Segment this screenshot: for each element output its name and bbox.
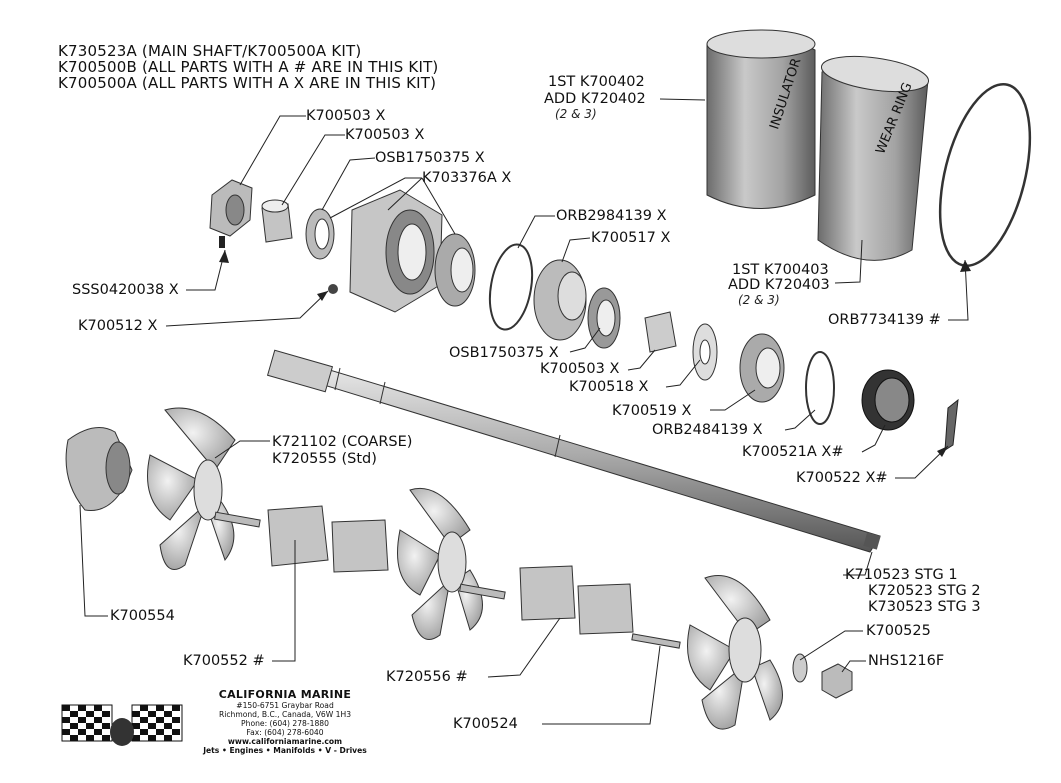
label-k700524: K700524 xyxy=(453,716,518,732)
hub-k700517 xyxy=(533,259,587,341)
label-k700503-mid: K700503 X xyxy=(540,361,620,377)
company-tagline: Jets • Engines • Manifolds • V - Drives xyxy=(203,746,367,755)
company-address-2: Richmond, B.C., Canada, V6W 1H3 xyxy=(218,710,352,719)
bearing-housing xyxy=(328,189,443,313)
label-k721102: K721102 (COARSE) xyxy=(272,434,413,450)
key-k700522 xyxy=(944,398,959,451)
label-k700519: K700519 X xyxy=(612,403,692,419)
insulator-ring: INSULATOR xyxy=(706,29,816,209)
company-website: www.californiamarine.com xyxy=(227,737,343,746)
label-stg3: K730523 STG 3 xyxy=(868,599,981,615)
company-address-1: #150-6751 Graybar Road xyxy=(236,701,334,710)
label-nhs1216f: NHS1216F xyxy=(868,653,945,669)
label-orb2484139: ORB2484139 X xyxy=(652,422,763,438)
label-wear-note: (2 & 3) xyxy=(738,293,780,307)
label-k700517: K700517 X xyxy=(591,230,671,246)
label-insulator-2: ADD K720402 xyxy=(544,91,646,107)
label-k700552: K700552 # xyxy=(183,653,265,669)
label-k700554: K700554 xyxy=(110,608,175,624)
company-fax: Fax: (604) 278-6040 xyxy=(246,728,324,737)
nut-part xyxy=(209,179,253,248)
company-name: CALIFORNIA MARINE xyxy=(218,688,352,701)
label-k700503-top: K700503 X xyxy=(306,108,386,124)
header-line-3: K700500A (ALL PARTS WITH A X ARE IN THIS… xyxy=(58,74,437,92)
spacer-k700552-a xyxy=(267,505,329,567)
o-ring-large xyxy=(938,82,1032,268)
label-stg2: K720523 STG 2 xyxy=(868,583,981,599)
label-osb-top: OSB1750375 X xyxy=(375,150,485,166)
label-k700521a: K700521A X# xyxy=(742,444,844,460)
bushing-k700503-mid xyxy=(644,311,677,353)
arrowheads xyxy=(219,250,971,457)
impeller-stage-3 xyxy=(687,575,783,730)
company-phone: Phone: (604) 278-1880 xyxy=(241,719,329,728)
wear-ring: WEAR RING xyxy=(817,55,930,261)
label-stg1: K710523 STG 1 xyxy=(845,567,958,583)
bushing-part xyxy=(261,199,293,243)
label-k700518: K700518 X xyxy=(569,379,649,395)
impeller-stage-1 xyxy=(147,407,261,570)
impeller-stage-2 xyxy=(397,487,506,640)
spacer-k720556-a xyxy=(519,565,576,621)
label-insulator-note: (2 & 3) xyxy=(555,107,597,121)
nut-nhs1216f xyxy=(821,663,853,699)
pin-k700524 xyxy=(631,633,681,649)
label-k700522: K700522 X# xyxy=(796,470,888,486)
label-wear-1: 1ST K700403 xyxy=(732,262,829,278)
label-osb-mid: OSB1750375 X xyxy=(449,345,559,361)
nose-cone-k700554 xyxy=(65,427,133,511)
checkered-flags-logo xyxy=(61,704,183,746)
label-insulator-1: 1ST K700402 xyxy=(548,74,645,90)
label-orb7734139: ORB7734139 # xyxy=(828,312,941,328)
set-screw xyxy=(219,236,225,248)
label-wear-2: ADD K720403 xyxy=(728,277,830,293)
spacer-k700552-b xyxy=(331,519,389,573)
label-k700512: K700512 X xyxy=(78,318,158,334)
washer-k700525 xyxy=(792,653,808,683)
label-k720555: K720555 (Std) xyxy=(272,451,377,467)
header-line-1: K730523A (MAIN SHAFT/K700500A KIT) xyxy=(58,42,362,60)
company-info: CALIFORNIA MARINE #150-6751 Graybar Road… xyxy=(185,688,385,755)
label-k700503-2: K700503 X xyxy=(345,127,425,143)
main-shaft xyxy=(266,349,881,553)
spacer-k720556-b xyxy=(577,583,634,635)
label-k720556: K720556 # xyxy=(386,669,468,685)
o-ring-orb2484139 xyxy=(805,351,835,425)
label-sss0420038: SSS0420038 X xyxy=(72,282,179,298)
leader-lines xyxy=(79,98,969,725)
plug-k700512 xyxy=(328,284,338,294)
header-line-2: K700500B (ALL PARTS WITH A # ARE IN THIS… xyxy=(58,58,439,76)
spring-k700521a xyxy=(861,369,915,431)
label-k700525: K700525 xyxy=(866,623,931,639)
label-k703376a: K703376A X xyxy=(422,170,512,186)
label-orb2984139: ORB2984139 X xyxy=(556,208,667,224)
o-ring-small xyxy=(488,243,534,331)
